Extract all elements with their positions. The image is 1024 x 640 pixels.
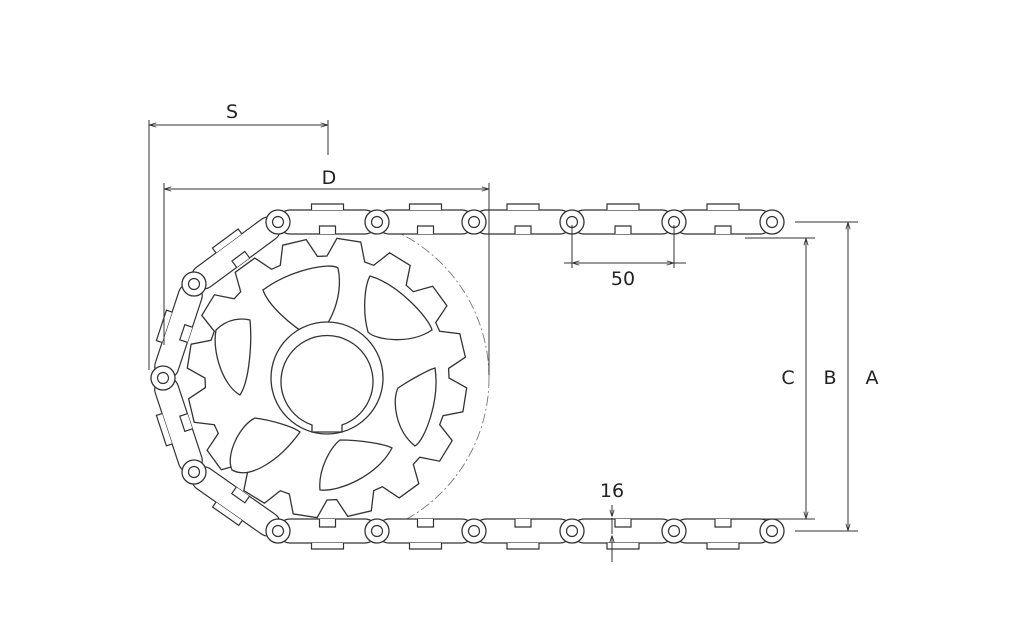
dimension-a: A — [866, 367, 879, 389]
dimension-d: D — [163, 167, 490, 375]
chain-link — [571, 203, 675, 235]
chain-pin-hole — [765, 524, 779, 538]
chain-pin-hole — [565, 524, 579, 538]
chain-pin-hole — [667, 524, 681, 538]
chain-link — [473, 203, 573, 235]
chain-link — [277, 203, 378, 235]
sprocket-bore-keyway — [280, 334, 374, 433]
sprocket-wheel — [186, 237, 468, 519]
chain-pin-hole — [187, 277, 201, 291]
chain-link — [571, 518, 675, 550]
chain-pin-hole — [271, 215, 285, 229]
chain-link — [277, 518, 378, 550]
label-s: S — [226, 101, 238, 123]
chain-pin-hole — [156, 371, 170, 385]
dimension-thickness: 16 — [600, 480, 624, 562]
chain-pin-hole — [467, 524, 481, 538]
dimension-pitch: 50 — [564, 225, 686, 290]
chain-pin-hole — [765, 215, 779, 229]
chain-pin-hole — [370, 524, 384, 538]
chain-link — [473, 518, 573, 550]
label-b: B — [823, 367, 836, 389]
chain-link — [376, 203, 475, 235]
chain-pin-hole — [271, 524, 285, 538]
label-a: A — [866, 367, 879, 389]
label-d: D — [322, 167, 337, 189]
chain-pin-hole — [187, 465, 201, 479]
label-c: C — [781, 367, 794, 389]
chain-link — [673, 518, 773, 550]
sprocket-cutouts — [214, 265, 437, 491]
chain-pin-hole — [467, 215, 481, 229]
label-thickness: 16 — [600, 480, 624, 502]
chain-link — [376, 518, 475, 550]
dimension-s: S — [148, 101, 329, 370]
dimension-b: B — [795, 221, 858, 532]
dimension-c: C — [745, 237, 815, 520]
chain-link — [673, 203, 773, 235]
chain-pin-hole — [370, 215, 384, 229]
label-pitch: 50 — [611, 268, 635, 290]
chain-links — [150, 203, 785, 550]
